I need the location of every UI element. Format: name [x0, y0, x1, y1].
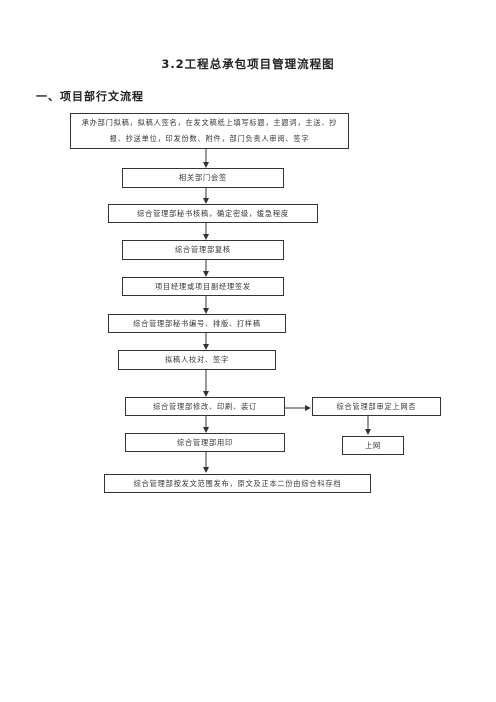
flow-step-proofreading: 拟稿人校对、签字 — [118, 350, 276, 370]
flow-step-distribution: 综合管理部按发文范围发布，原文及正本二份由综合科存档 — [104, 474, 371, 493]
page-title: 3.2工程总承包项目管理流程图 — [161, 57, 335, 71]
flow-step-approval: 项目经理或项目副经理签发 — [122, 277, 284, 296]
flow-step-recheck: 综合管理部复核 — [122, 240, 284, 260]
flow-side-publish-online: 上网 — [342, 436, 404, 455]
flow-step-numbering: 综合管理部秘书编号、排版、打样稿 — [108, 314, 286, 333]
flow-side-online-review: 综合管理部审定上网否 — [312, 397, 441, 416]
flow-step-secretary-review: 综合管理部秘书核稿，确定密级，缓急程度 — [108, 204, 318, 223]
flow-step-sealing: 综合管理部用印 — [125, 433, 285, 452]
flow-step-countersign: 相关部门会签 — [122, 168, 284, 188]
flow-step-drafting: 承办部门拟稿，拟稿人签名，在发文稿纸上填写标题，主题词，主送、抄报、抄送单位，印… — [70, 113, 349, 149]
section-heading: 一、项目部行文流程 — [36, 90, 144, 103]
flow-step-printing: 综合管理部修改、印刷、装订 — [125, 397, 285, 416]
